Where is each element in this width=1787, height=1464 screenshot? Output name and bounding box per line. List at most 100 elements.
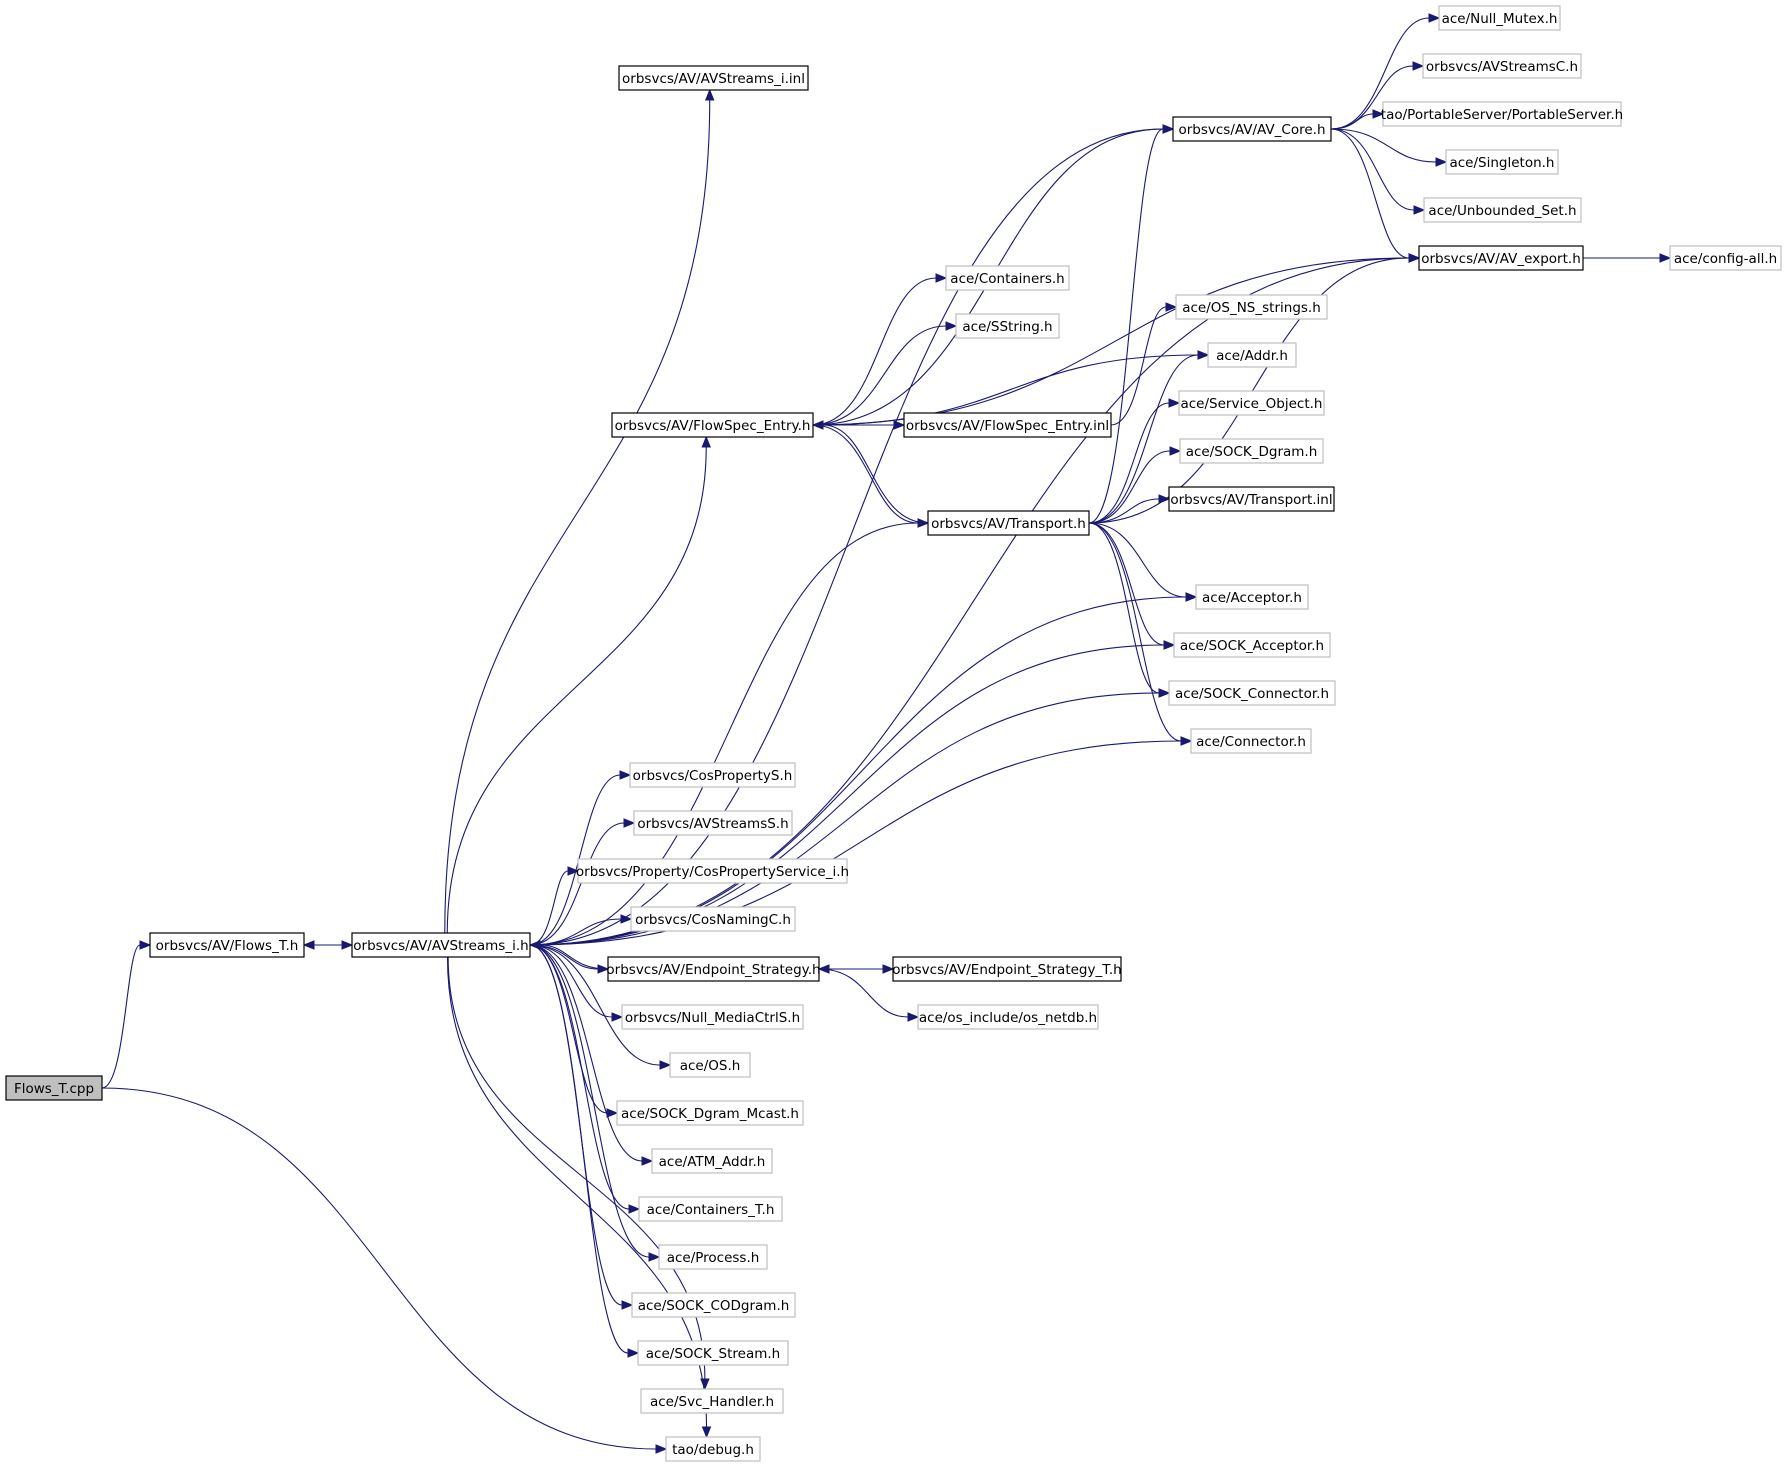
edge-line xyxy=(446,446,707,934)
node-connector-h: ace/Connector.h xyxy=(1190,728,1312,754)
edge-arrowhead xyxy=(1412,61,1425,71)
node-transport-inl[interactable]: orbsvcs/AV/Transport.inl xyxy=(1168,486,1335,512)
edge-endpoint_strategy_h-to-avstreams_i_h xyxy=(528,940,609,970)
node-cospropertys-h: orbsvcs/CosPropertyS.h xyxy=(629,762,796,788)
edge-line xyxy=(1088,522,1182,742)
node-sock-stream-h: ace/SOCK_Stream.h xyxy=(637,1340,789,1366)
node-label: orbsvcs/AVStreamsC.h xyxy=(1426,59,1578,75)
edge-arrowhead xyxy=(1372,109,1385,119)
node-flowspec-entry-inl[interactable]: orbsvcs/AV/FlowSpec_Entry.inl xyxy=(903,412,1112,438)
node-label: ace/Singleton.h xyxy=(1449,155,1554,171)
node-av-core-h[interactable]: orbsvcs/AV/AV_Core.h xyxy=(1172,116,1332,142)
node-box xyxy=(1382,101,1622,127)
edge-line xyxy=(101,944,141,1089)
edge-line xyxy=(1088,450,1171,524)
node-avstreams-i-h[interactable]: orbsvcs/AV/AVStreams_i.h xyxy=(351,932,531,958)
node-null-mediactrls-h: orbsvcs/Null_MediaCtrlS.h xyxy=(621,1004,804,1030)
node-label: orbsvcs/AVStreamsS.h xyxy=(637,816,788,832)
node-sock-dgram-h: ace/SOCK_Dgram.h xyxy=(1179,438,1324,464)
edge-transport_h-to-sock_dgram_h xyxy=(1088,446,1182,524)
edge-line xyxy=(812,277,937,426)
edge-transport_h-to-acceptor_h xyxy=(1088,522,1198,602)
node-flows-t-cpp[interactable]: Flows_T.cpp xyxy=(5,1075,103,1101)
edge-arrowhead xyxy=(1185,592,1198,602)
edge-arrowhead xyxy=(139,940,152,950)
node-label: ace/OS.h xyxy=(680,1058,741,1074)
edge-transport_h-to-service_object_h xyxy=(1088,398,1181,524)
edge-line xyxy=(1088,522,1165,646)
node-containers-t-h: ace/Containers_T.h xyxy=(638,1196,783,1222)
edge-line xyxy=(1088,402,1170,524)
node-unbounded-set-h: ace/Unbounded_Set.h xyxy=(1423,197,1582,223)
edge-line xyxy=(818,968,909,1018)
edge-arrowhead xyxy=(945,321,958,331)
node-box xyxy=(945,265,1070,291)
node-box xyxy=(1445,149,1559,175)
edge-transport_h-to-flowspec_entry_h xyxy=(811,420,929,524)
node-flowspec-entry-h[interactable]: orbsvcs/AV/FlowSpec_Entry.h xyxy=(611,412,814,438)
edge-flowspec_entry_h-to-av_export_h xyxy=(812,253,1421,426)
node-box xyxy=(630,906,796,932)
edge-arrowhead xyxy=(627,1348,640,1358)
node-box xyxy=(1190,728,1312,754)
edge-arrowhead xyxy=(1428,13,1441,23)
node-box xyxy=(1172,116,1332,142)
edge-arrowhead xyxy=(893,420,906,430)
node-label: ace/SOCK_Dgram_Mcast.h xyxy=(621,1106,799,1122)
edge-arrowhead xyxy=(1168,398,1181,408)
node-box xyxy=(629,762,796,788)
edge-line xyxy=(1088,128,1164,524)
edge-arrowhead xyxy=(1197,350,1210,360)
node-label: orbsvcs/Property/CosPropertyService_i.h xyxy=(576,864,849,880)
node-endpoint-strategy-t-h[interactable]: orbsvcs/AV/Endpoint_Strategy_T.h xyxy=(892,956,1122,982)
node-label: ace/Service_Object.h xyxy=(1180,396,1322,412)
edge-line xyxy=(529,944,629,1354)
node-label: ace/SOCK_Dgram.h xyxy=(1186,444,1318,460)
edge-arrowhead xyxy=(641,1156,654,1166)
node-label: ace/OS_NS_strings.h xyxy=(1182,300,1321,316)
edge-avstreams_i_h-to-null_mediactrls_h xyxy=(529,944,624,1022)
edge-line xyxy=(1088,354,1199,524)
edge-line xyxy=(812,354,1199,426)
edge-line xyxy=(529,870,569,946)
edge-arrowhead xyxy=(528,940,541,950)
node-flows-t-h[interactable]: orbsvcs/AV/Flows_T.h xyxy=(149,932,305,958)
node-sock-connector-h: ace/SOCK_Connector.h xyxy=(1168,680,1336,706)
edge-arrowhead xyxy=(619,770,632,780)
edge-line xyxy=(1330,65,1414,130)
node-box xyxy=(5,1075,103,1101)
edge-avstreams_i_h-to-connector_h xyxy=(529,736,1193,946)
node-label: orbsvcs/Null_MediaCtrlS.h xyxy=(625,1010,800,1026)
node-os-h: ace/OS.h xyxy=(669,1052,751,1078)
edge-line xyxy=(529,944,623,1306)
node-atm-addr-h: ace/ATM_Addr.h xyxy=(651,1148,773,1174)
edge-arrowhead xyxy=(935,273,948,283)
edge-arrowhead xyxy=(1163,640,1176,650)
node-sock-acceptor-h: ace/SOCK_Acceptor.h xyxy=(1173,632,1331,658)
edge-arrowhead xyxy=(1413,205,1426,215)
edge-line xyxy=(529,944,613,1018)
edge-av_core_h-to-av_export_h xyxy=(1330,128,1421,263)
edge-arrowhead xyxy=(628,1204,641,1214)
edge-arrowhead xyxy=(701,435,711,448)
node-box xyxy=(955,313,1060,339)
node-process-h: ace/Process.h xyxy=(658,1244,768,1270)
node-label: orbsvcs/AV/Endpoint_Strategy.h xyxy=(606,962,820,978)
node-addr-h: ace/Addr.h xyxy=(1207,342,1297,368)
edge-transport_h-to-connector_h xyxy=(1088,522,1193,746)
edge-arrowhead xyxy=(1180,736,1193,746)
edge-arrowhead xyxy=(1408,253,1421,263)
edge-line xyxy=(444,99,711,934)
edge-transport_h-to-addr_h xyxy=(1088,350,1210,524)
node-label: orbsvcs/AV/AV_export.h xyxy=(1421,251,1581,267)
node-transport-h[interactable]: orbsvcs/AV/Transport.h xyxy=(927,510,1090,536)
node-box xyxy=(1207,342,1297,368)
node-label: orbsvcs/AV/AV_Core.h xyxy=(1178,122,1325,138)
edge-transport_h-to-sock_connector_h xyxy=(1088,522,1171,698)
node-endpoint-strategy-h[interactable]: orbsvcs/AV/Endpoint_Strategy.h xyxy=(606,956,821,982)
edge-line xyxy=(529,644,1165,946)
node-avstreams-i-inl[interactable]: orbsvcs/AV/AVStreams_i.inl xyxy=(618,65,809,91)
edge-avstreams_i_h-to-cosnamingc_h xyxy=(529,914,633,946)
node-av-export-h[interactable]: orbsvcs/AV/AV_export.h xyxy=(1418,245,1584,271)
node-label: orbsvcs/AV/Flows_T.h xyxy=(156,938,299,954)
